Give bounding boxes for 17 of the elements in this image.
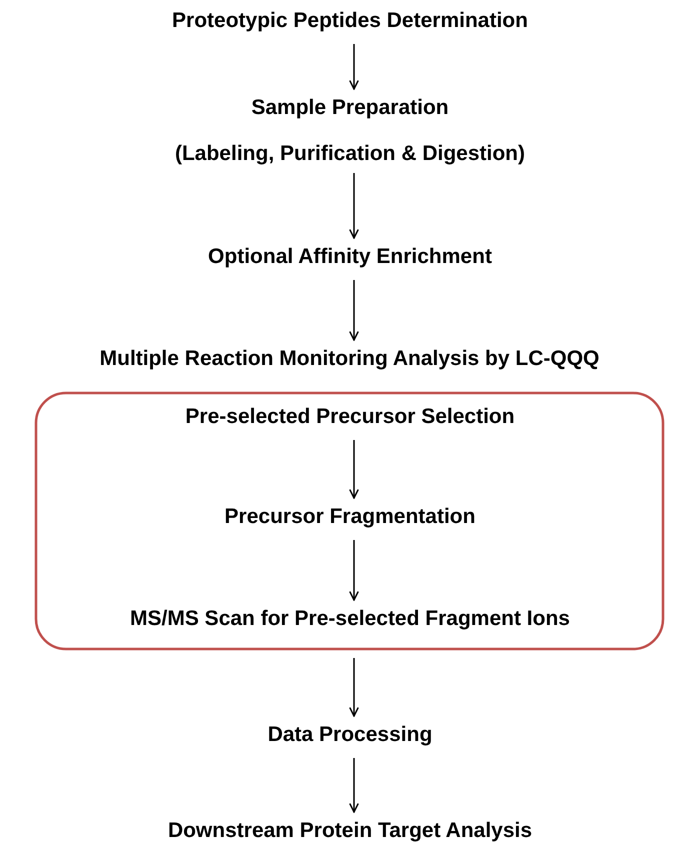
arrow	[349, 758, 359, 813]
step-label: Pre-selected Precursor Selection	[185, 404, 515, 430]
arrow	[349, 540, 359, 601]
step-label: Downstream Protein Target Analysis	[168, 818, 532, 844]
arrow	[349, 440, 359, 499]
step-label: Sample Preparation	[251, 95, 449, 121]
step-label: Proteotypic Peptides Determination	[172, 8, 528, 34]
arrow	[349, 173, 359, 239]
step-label: Optional Affinity Enrichment	[208, 244, 492, 270]
arrow	[349, 280, 359, 341]
step-label: Precursor Fragmentation	[224, 504, 476, 530]
step-label: Data Processing	[268, 722, 432, 748]
step-label: MS/MS Scan for Pre-selected Fragment Ions	[130, 606, 570, 632]
arrow	[349, 44, 359, 90]
step-label: Multiple Reaction Monitoring Analysis by LC-QQQ	[100, 346, 600, 372]
step-detail: (Labeling, Purification & Digestion)	[174, 141, 525, 167]
arrow	[349, 658, 359, 717]
